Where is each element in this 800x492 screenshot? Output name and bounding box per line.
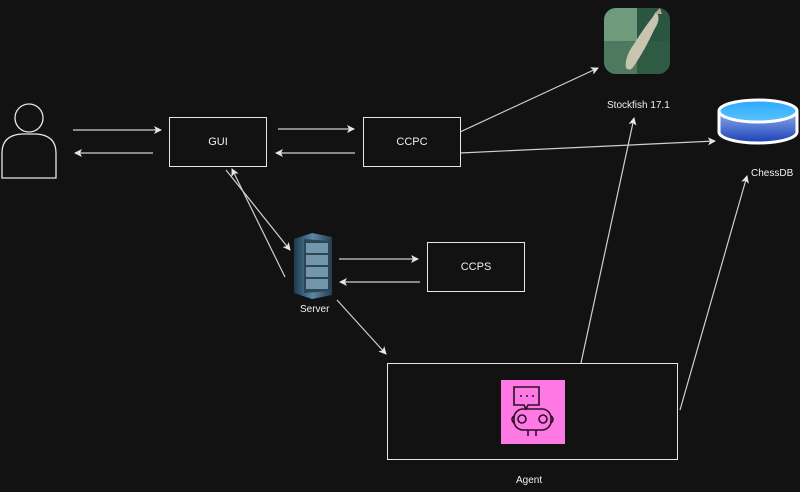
- gui-node[interactable]: GUI: [169, 117, 267, 167]
- edge-gui-to-server: [225, 169, 291, 251]
- edge-ccpc-to-stockfish: [459, 67, 599, 133]
- edge-server-to-gui: [231, 168, 286, 278]
- ccps-label: CCPS: [460, 261, 492, 273]
- agent-node[interactable]: [387, 363, 678, 460]
- user-actor-icon[interactable]: [0, 103, 60, 181]
- edge-server-to-agent: [336, 299, 387, 355]
- ccpc-node[interactable]: CCPC: [363, 117, 461, 167]
- agent-robot-icon: [500, 379, 565, 444]
- stockfish-label: Stockfish 17.1: [607, 100, 670, 111]
- stockfish-logo-icon[interactable]: [604, 8, 670, 74]
- agent-label: Agent: [516, 475, 543, 486]
- edge-agent-to-stockfish: [580, 117, 637, 364]
- server-rack-icon[interactable]: [290, 233, 336, 299]
- ccps-node[interactable]: CCPS: [427, 242, 525, 292]
- ccpc-label: CCPC: [396, 136, 428, 148]
- database-cylinder-icon[interactable]: [716, 96, 800, 146]
- edge-ccpc-to-chessdb: [459, 137, 716, 154]
- edge-agent-to-chessdb: [679, 175, 749, 411]
- server-label: Server: [300, 304, 330, 315]
- gui-label: GUI: [208, 136, 228, 148]
- chessdb-label: ChessDB: [751, 168, 794, 179]
